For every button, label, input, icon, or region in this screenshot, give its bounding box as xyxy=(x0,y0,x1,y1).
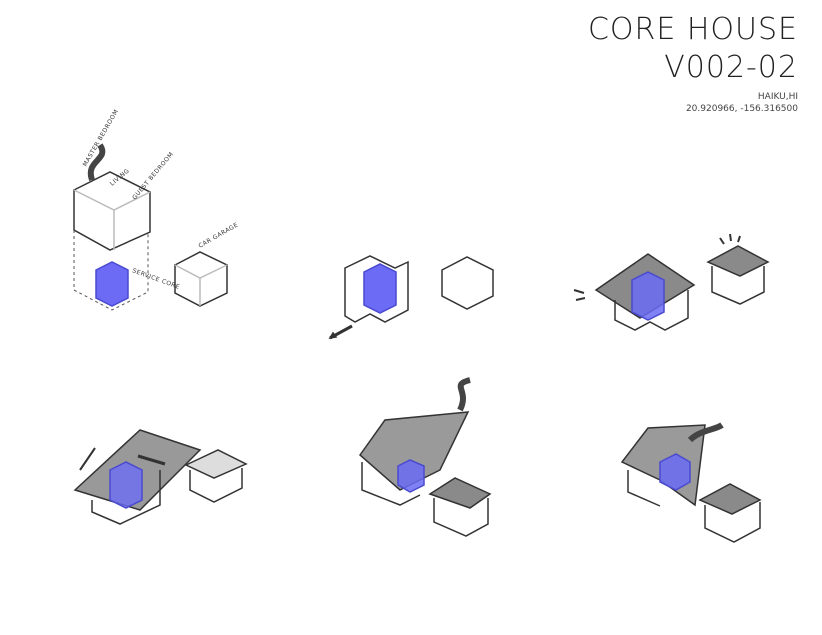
label-living: LIVING xyxy=(109,167,131,187)
label-core: SERVICE CORE xyxy=(131,267,180,291)
location: HAIKU,HI xyxy=(757,92,798,102)
version: V002-02 xyxy=(664,50,798,85)
label-guest: GUEST BEDROOM xyxy=(131,151,175,201)
title: CORE HOUSE xyxy=(587,12,798,47)
panel-5-fold xyxy=(358,377,492,537)
coordinates: 20.920966, -156.316500 xyxy=(685,104,798,114)
panel-4-cut xyxy=(73,429,248,525)
panel-3-roof xyxy=(573,233,770,331)
panel-6-final xyxy=(620,422,762,543)
label-garage: CAR GARAGE xyxy=(198,221,240,249)
panel-1-modules: MASTER BEDROOM LIVING GUEST BEDROOM SERV… xyxy=(73,108,240,311)
panel-2-combined xyxy=(328,255,494,340)
